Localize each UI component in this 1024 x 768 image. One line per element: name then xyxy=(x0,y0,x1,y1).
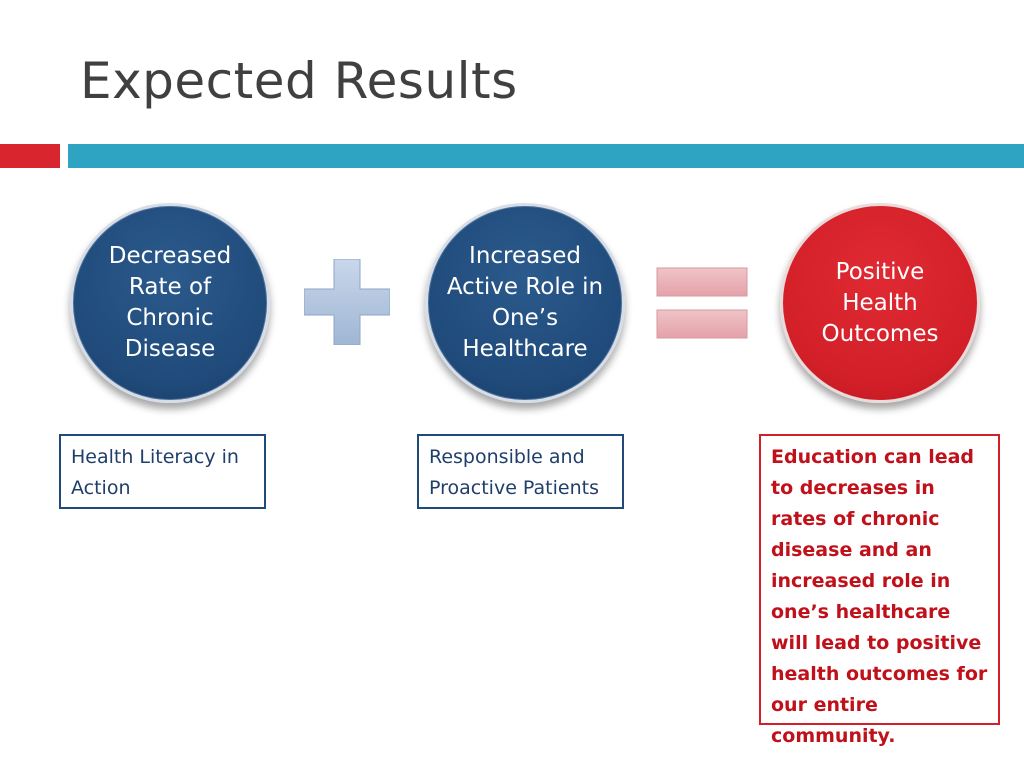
result-circle-label: Positive Health Outcomes xyxy=(821,258,939,347)
equals-icon xyxy=(656,267,748,339)
note-health-literacy: Health Literacy in Action xyxy=(59,434,266,509)
term-circle-label: Decreased Rate of Chronic Disease xyxy=(108,243,232,362)
note-responsible-patients: Responsible and Proactive Patients xyxy=(417,434,624,509)
note-education-summary: Education can lead to decreases in rates… xyxy=(759,434,1000,747)
plus-icon xyxy=(304,259,390,345)
term-circle-decreased-rate: Decreased Rate of Chronic Disease xyxy=(70,203,270,403)
term-circle-label: Increased Active Role in One’s Healthcar… xyxy=(446,243,604,362)
title-accent-bar-red xyxy=(0,144,60,168)
slide-title: Expected Results xyxy=(80,52,518,110)
result-circle-positive-outcomes: Positive Health Outcomes xyxy=(780,203,980,403)
title-accent-bar-blue xyxy=(68,144,1024,168)
term-circle-active-role: Increased Active Role in One’s Healthcar… xyxy=(425,203,625,403)
